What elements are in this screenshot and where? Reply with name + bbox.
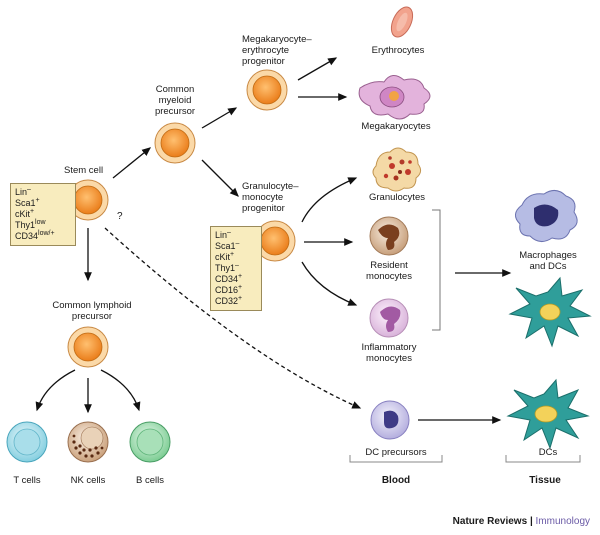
stem-marker-4: Thy1low xyxy=(15,219,46,230)
label-resident-monocytes: Resident monocytes xyxy=(366,260,412,282)
label-inflammatory-monocytes: Inflammatory monocytes xyxy=(362,342,417,364)
label-inflammatory-line-1: Inflammatory xyxy=(361,342,417,353)
dendritic-cell-icon-top xyxy=(508,276,592,348)
label-clp-line-1: Common lymphoid xyxy=(52,300,132,311)
label-macrophages-line-1: Macrophages xyxy=(519,250,577,261)
arrow-stem-to-dc-precursor-dashed xyxy=(104,227,362,409)
stem-marker-2: Sca1+ xyxy=(15,197,40,208)
gmp-marker-box: Lin– Sca1– cKit+ Thy1– CD34+ CD16+ CD32+ xyxy=(210,226,262,311)
footer-brand: Nature Reviews xyxy=(452,516,528,527)
nk-cell-icon xyxy=(67,421,109,463)
footer-journal: Immunology xyxy=(535,516,590,527)
gmp-marker-7: CD32+ xyxy=(215,295,243,306)
label-dc-precursors: DC precursors xyxy=(365,447,427,458)
label-mep-line-3: progenitor xyxy=(242,56,285,67)
cmp-cell-icon xyxy=(154,122,196,164)
gmp-marker-4: Thy1– xyxy=(215,262,239,273)
gmp-marker-6: CD16+ xyxy=(215,284,243,295)
label-mep-line-1: Megakaryocyte– xyxy=(242,34,312,45)
label-nk-cells: NK cells xyxy=(70,475,106,486)
label-tissue: Tissue xyxy=(529,475,561,486)
arrow-cmp-to-mep xyxy=(201,107,238,129)
label-gmp-line-1: Granulocyte– xyxy=(242,181,299,192)
label-cmp-line-1: Common xyxy=(155,84,195,95)
gmp-marker-1: Lin– xyxy=(215,229,231,240)
monocyte-bracket xyxy=(432,209,441,331)
label-inflammatory-line-2: monocytes xyxy=(366,353,412,364)
tissue-bracket xyxy=(505,455,581,463)
label-resident-line-1: Resident xyxy=(370,260,408,271)
arrow-cmp-to-gmp xyxy=(201,159,239,197)
clp-cell-icon xyxy=(67,326,109,368)
gmp-marker-3: cKit+ xyxy=(215,251,235,262)
resident-monocyte-icon xyxy=(369,216,409,256)
arrow-clp-to-t xyxy=(35,369,76,412)
mep-cell-icon xyxy=(246,69,288,111)
b-cell-icon xyxy=(129,421,171,463)
arrow-mep-to-erythrocytes xyxy=(297,57,338,81)
label-gmp-line-3: progenitor xyxy=(242,203,285,214)
label-gmp-line-2: monocyte xyxy=(242,192,284,203)
label-mep: Megakaryocyte– erythrocyte progenitor xyxy=(242,34,312,67)
dc-precursor-icon xyxy=(370,400,410,440)
label-gmp: Granulocyte– monocyte progenitor xyxy=(242,181,299,214)
label-macrophages-line-2: and DCs xyxy=(529,261,567,272)
label-granulocytes: Granulocytes xyxy=(369,192,425,203)
arrow-gmp-to-granulocytes xyxy=(301,177,358,223)
gmp-marker-2: Sca1– xyxy=(215,240,240,251)
arrow-stem-to-cmp xyxy=(112,147,152,179)
label-cmp-line-3: precursor xyxy=(154,106,196,117)
label-mep-line-2: erythrocyte xyxy=(242,45,289,56)
journal-credit: Nature Reviews | Immunology xyxy=(453,516,590,527)
unknown-pathway-question-mark: ? xyxy=(117,211,123,222)
erythrocyte-icon xyxy=(390,6,414,38)
label-blood: Blood xyxy=(381,475,411,486)
granulocyte-icon xyxy=(372,147,422,192)
label-b-cells: B cells xyxy=(136,475,164,486)
label-common-lymphoid-precursor: Common lymphoid precursor xyxy=(52,300,131,322)
stem-cell-marker-box: Lin– Sca1+ cKit+ Thy1low CD34low/+ xyxy=(10,183,76,246)
blood-bracket xyxy=(349,455,443,463)
stem-marker-1: Lin– xyxy=(15,186,31,197)
label-stem-cell: Stem cell xyxy=(64,165,104,176)
footer-separator: | xyxy=(529,516,533,527)
arrow-gmp-to-inflammatory xyxy=(301,261,358,306)
inflammatory-monocyte-icon xyxy=(369,298,409,338)
label-common-myeloid-precursor: Common myeloid precursor xyxy=(155,84,195,117)
label-resident-line-2: monocytes xyxy=(366,271,412,282)
arrows xyxy=(35,57,512,424)
gmp-marker-5: CD34+ xyxy=(215,273,243,284)
megakaryocyte-icon xyxy=(358,75,431,120)
stem-marker-3: cKit+ xyxy=(15,208,35,219)
dendritic-cell-icon-bottom xyxy=(506,378,590,450)
label-clp-line-2: precursor xyxy=(71,311,113,322)
label-dcs: DCs xyxy=(538,447,558,458)
gmp-cell-icon xyxy=(254,220,296,262)
label-macrophages-and-dcs: Macrophages and DCs xyxy=(519,250,577,272)
label-megakaryocytes: Megakaryocytes xyxy=(361,121,431,132)
arrow-clp-to-b xyxy=(100,369,141,412)
label-cmp-line-2: myeloid xyxy=(158,95,192,106)
label-erythrocytes: Erythrocytes xyxy=(371,45,425,56)
t-cell-icon xyxy=(6,421,48,463)
macrophage-icon xyxy=(515,190,578,242)
stem-marker-5: CD34low/+ xyxy=(15,230,55,241)
label-t-cells: T cells xyxy=(13,475,41,486)
